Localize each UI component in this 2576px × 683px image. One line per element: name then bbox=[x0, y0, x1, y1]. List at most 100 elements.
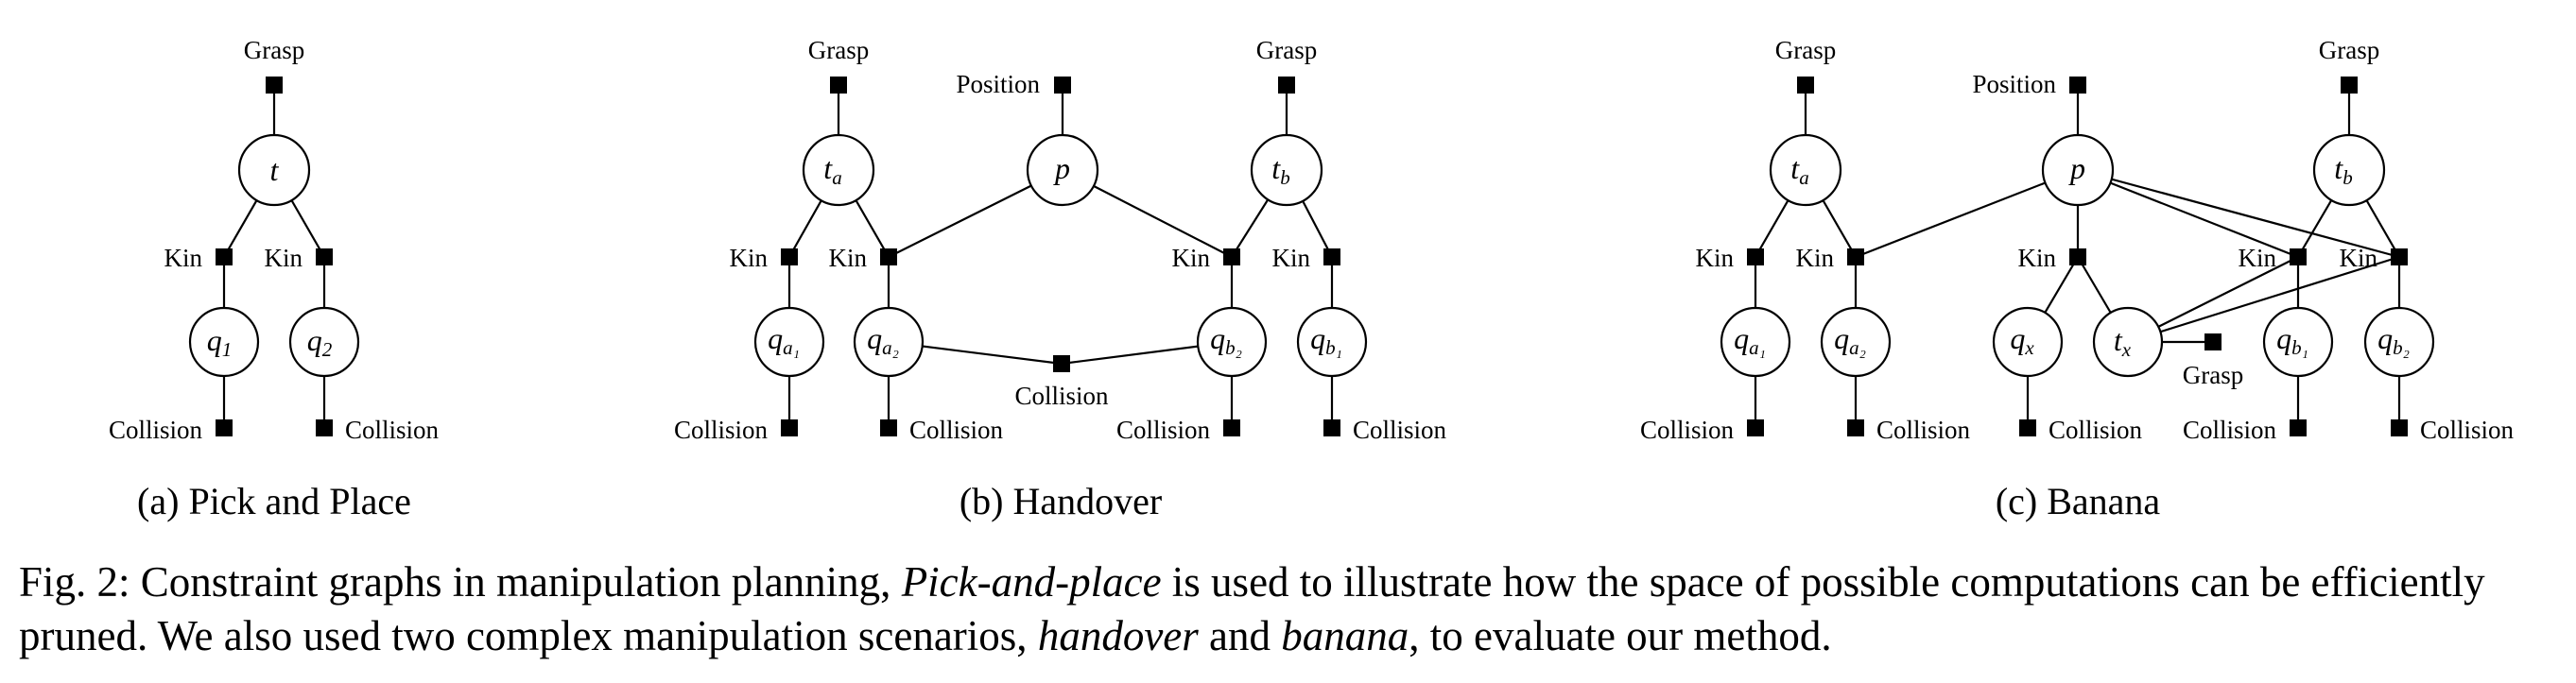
node-label-qb1: qb₁ bbox=[1310, 321, 1342, 359]
node-label-qa2: qa₂ bbox=[867, 321, 899, 359]
kin-factor bbox=[316, 248, 333, 265]
kin-label: Kin bbox=[1796, 244, 1835, 272]
node-label-t: t bbox=[270, 153, 280, 187]
kin-label: Kin bbox=[1696, 244, 1735, 272]
caption-emphasis: banana bbox=[1281, 612, 1409, 659]
variable-node-q1 bbox=[188, 306, 260, 378]
node-label-qb2: qb₂ bbox=[1210, 321, 1242, 359]
kin-factor bbox=[1847, 248, 1864, 265]
kin-label: Kin bbox=[1272, 244, 1311, 272]
variable-node-qa1 bbox=[753, 306, 825, 378]
kin-factor bbox=[781, 248, 798, 265]
collision-factor bbox=[216, 419, 233, 436]
node-label-tx: tx bbox=[2114, 323, 2132, 361]
node-label-qx: qx bbox=[2010, 321, 2034, 359]
subfigure-caption-b: (b) Handover bbox=[960, 480, 1162, 522]
grasp-factor bbox=[830, 77, 847, 94]
node-label-tb: tb bbox=[2334, 151, 2352, 189]
caption-emphasis: Pick-and-place bbox=[901, 558, 1162, 606]
kin-factor bbox=[1323, 248, 1340, 265]
caption-suffix: , to evaluate our method. bbox=[1409, 612, 1832, 659]
collision-factor bbox=[1747, 419, 1764, 436]
node-label-ta: ta bbox=[1790, 151, 1808, 189]
kin-label: Kin bbox=[829, 244, 868, 272]
node-label-qa2: qa₂ bbox=[1834, 321, 1866, 359]
variable-node-t bbox=[237, 133, 311, 207]
collision-factor bbox=[2290, 419, 2307, 436]
kin-label: Kin bbox=[730, 244, 769, 272]
grasp-label: Grasp bbox=[2183, 361, 2243, 389]
variable-node-qa2 bbox=[853, 306, 925, 378]
node-label-qa1: qa₁ bbox=[1734, 321, 1766, 359]
variable-node-p bbox=[1026, 133, 1099, 207]
kin-label: Kin bbox=[1172, 244, 1211, 272]
variable-node-qb2 bbox=[2363, 306, 2435, 378]
panel-banana: Grasp Position Grasp ta p tb Kin Kin Kin… bbox=[1640, 36, 2515, 522]
subfigure-caption-c: (c) Banana bbox=[1996, 480, 2161, 522]
node-label-p: p bbox=[2068, 151, 2085, 185]
collision-label: Collision bbox=[674, 416, 769, 444]
variable-node-tx bbox=[2092, 306, 2164, 378]
node-label-qb2: qb₂ bbox=[2377, 321, 2410, 359]
grasp-label: Grasp bbox=[244, 36, 304, 64]
variable-node-qb2 bbox=[1196, 306, 1268, 378]
grasp-label: Grasp bbox=[2319, 36, 2379, 64]
collision-factor bbox=[781, 419, 798, 436]
node-label-ta: ta bbox=[823, 151, 841, 189]
caption-prefix: Fig. 2: Constraint graphs in manipulatio… bbox=[19, 558, 902, 606]
variable-node-qa2 bbox=[1820, 306, 1892, 378]
node-label-q2: q2 bbox=[307, 323, 333, 361]
variable-node-qx bbox=[1992, 306, 2064, 378]
node-label-qb1: qb₁ bbox=[2276, 321, 2308, 359]
variable-node-qb1 bbox=[2262, 306, 2334, 378]
caption-text: is used to illustrate how the space of p… bbox=[19, 558, 2485, 659]
collision-label: Collision bbox=[2183, 416, 2277, 444]
collision-label: Collision bbox=[345, 416, 440, 444]
collision-factor bbox=[1053, 355, 1070, 372]
collision-label: Collision bbox=[1014, 382, 1109, 410]
collision-label: Collision bbox=[1116, 416, 1211, 444]
collision-label: Collision bbox=[2049, 416, 2143, 444]
grasp-label: Grasp bbox=[1775, 36, 1836, 64]
variable-node-tb bbox=[1250, 133, 1323, 207]
collision-label: Collision bbox=[2420, 416, 2515, 444]
kin-factor bbox=[2290, 248, 2307, 265]
grasp-factor bbox=[2341, 77, 2358, 94]
collision-factor bbox=[1847, 419, 1864, 436]
kin-factor bbox=[2069, 248, 2086, 265]
collision-label: Collision bbox=[1353, 416, 1447, 444]
kin-factor bbox=[216, 248, 233, 265]
figure-caption: Fig. 2: Constraint graphs in manipulatio… bbox=[19, 555, 2562, 663]
variable-node-ta bbox=[1769, 133, 1842, 207]
collision-factor bbox=[1323, 419, 1340, 436]
node-label-q1: q1 bbox=[207, 323, 233, 361]
node-label-p: p bbox=[1053, 151, 1070, 185]
kin-label: Kin bbox=[2018, 244, 2057, 272]
position-label: Position bbox=[1972, 70, 2056, 98]
grasp-factor bbox=[1797, 77, 1814, 94]
variable-node-ta bbox=[802, 133, 875, 207]
position-label: Position bbox=[956, 70, 1040, 98]
kin-factor bbox=[880, 248, 897, 265]
collision-factor bbox=[880, 419, 897, 436]
collision-label: Collision bbox=[109, 416, 203, 444]
grasp-factor bbox=[2204, 333, 2222, 350]
panel-handover: Grasp Position Grasp ta p tb Kin Kin Kin… bbox=[674, 36, 1447, 522]
collision-label: Collision bbox=[909, 416, 1004, 444]
position-factor bbox=[1054, 77, 1071, 94]
collision-factor bbox=[2019, 419, 2036, 436]
caption-emphasis: handover bbox=[1037, 612, 1199, 659]
variable-node-qb1 bbox=[1296, 306, 1368, 378]
kin-label: Kin bbox=[265, 244, 303, 272]
panel-pick-and-place: Grasp t Kin Kin q1 q2 Collision Collisio… bbox=[109, 36, 440, 522]
kin-label: Kin bbox=[2239, 244, 2277, 272]
caption-text: and bbox=[1198, 612, 1282, 659]
grasp-factor bbox=[1278, 77, 1295, 94]
variable-node-q2 bbox=[288, 306, 360, 378]
kin-label: Kin bbox=[2340, 244, 2378, 272]
kin-factor bbox=[2391, 248, 2408, 265]
collision-factor bbox=[316, 419, 333, 436]
grasp-label: Grasp bbox=[808, 36, 869, 64]
kin-label: Kin bbox=[164, 244, 203, 272]
